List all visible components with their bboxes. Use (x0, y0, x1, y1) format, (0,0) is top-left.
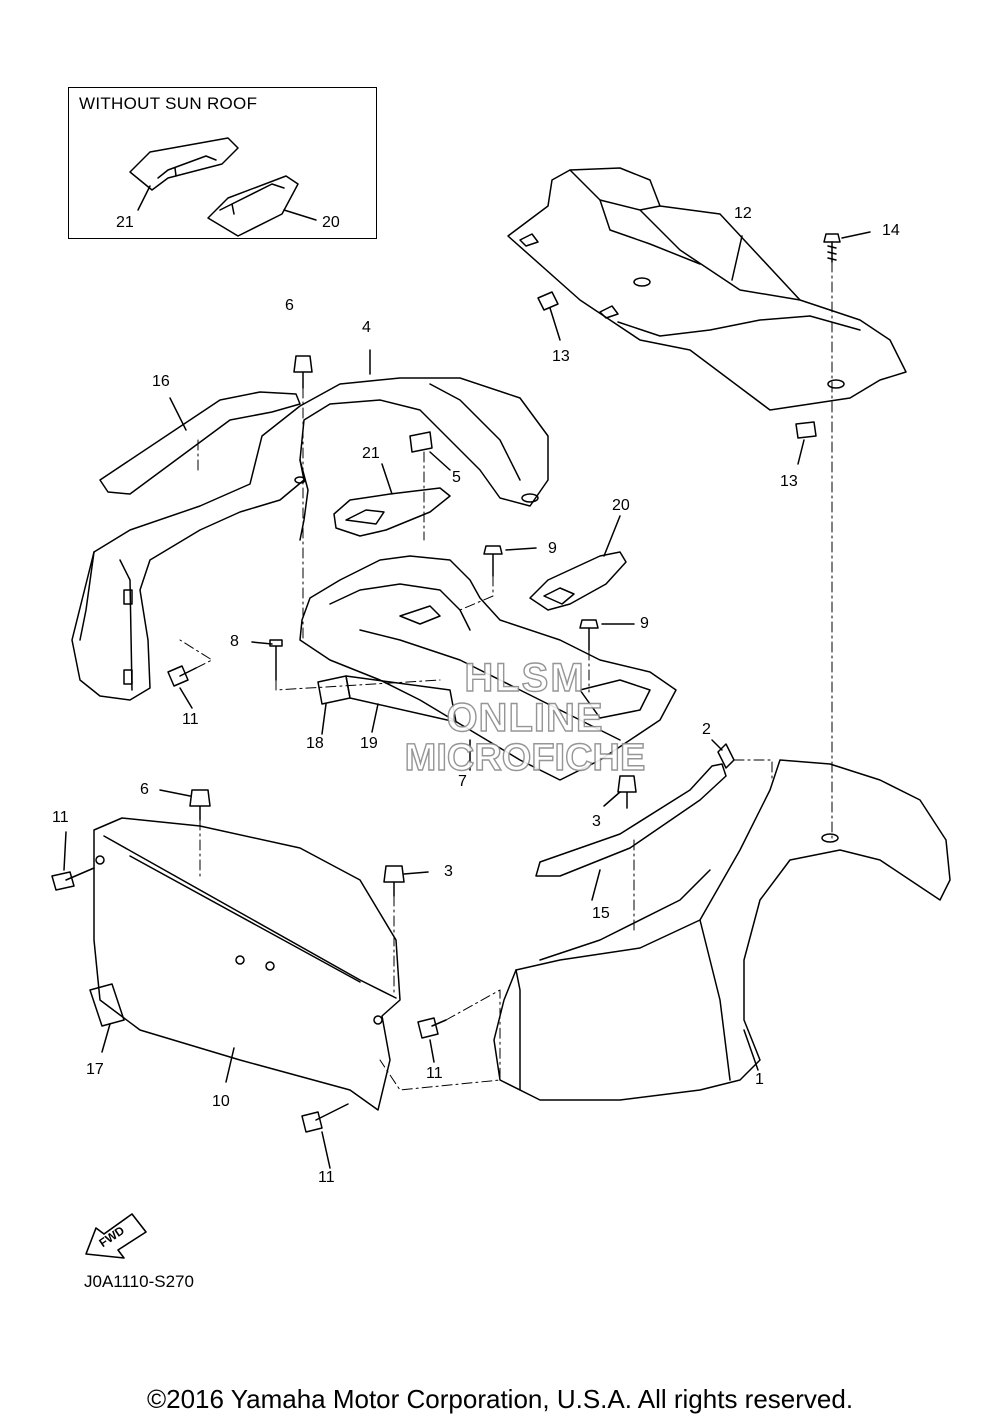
watermark-line-3: MICROFICHE (404, 737, 646, 779)
fwd-arrow-icon (85, 1213, 147, 1259)
callout-15: 15 (592, 905, 610, 922)
inset-title: WITHOUT SUN ROOF (79, 94, 258, 113)
callout-1: 1 (755, 1071, 764, 1088)
sun-visor-panel-21-inset (129, 137, 239, 191)
callout-9: 9 (640, 615, 649, 632)
callout-5: 5 (452, 469, 461, 486)
callout-11: 11 (318, 1169, 335, 1186)
callout-21: 21 (116, 214, 134, 231)
callout-18: 18 (306, 735, 324, 752)
watermark-line-2: ONLINE (446, 696, 604, 740)
callout-3: 3 (444, 863, 453, 880)
copyright-notice: ©2016 Yamaha Motor Corporation, U.S.A. A… (146, 1384, 854, 1414)
screw-9b (579, 619, 599, 651)
diagram-code: J0A1110-S270 (84, 1272, 194, 1291)
callout-13: 13 (780, 473, 798, 490)
fastener-3b (383, 865, 405, 897)
callout-12: 12 (734, 205, 752, 222)
callout-11: 11 (426, 1065, 443, 1082)
fwd-label-wrapper: FWD (97, 1223, 128, 1250)
trim-strip-15 (535, 763, 727, 877)
sun-visor-panel-21 (333, 487, 451, 537)
callout-9: 9 (548, 540, 557, 557)
callout-19: 19 (360, 735, 378, 752)
upper-tray-12 (507, 167, 907, 411)
mat-19 (345, 675, 457, 723)
callout-11: 11 (52, 809, 69, 826)
callout-17: 17 (86, 1061, 104, 1078)
fastener-6a (293, 355, 313, 389)
sun-visor-panel-20-inset (207, 175, 299, 237)
floor-tray-7 (299, 555, 677, 781)
fastener-11a (167, 665, 197, 687)
clip-5 (409, 431, 433, 453)
callout-21: 21 (362, 445, 380, 462)
callout-3: 3 (592, 813, 601, 830)
callout-4: 4 (362, 319, 371, 336)
callout-6: 6 (140, 781, 149, 798)
fastener-3a (617, 775, 637, 809)
watermark: HLSM ONLINE MICROFICHE (370, 656, 680, 779)
fastener-11c (417, 1017, 447, 1039)
fastener-6b (189, 789, 211, 821)
callout-14: 14 (882, 222, 900, 239)
pad-18 (317, 675, 351, 705)
pin-8 (269, 639, 283, 681)
sun-visor-panel-20 (529, 551, 627, 611)
fastener-11b (51, 867, 95, 891)
callout-13: 13 (552, 348, 570, 365)
callout-16: 16 (152, 373, 170, 390)
front-panel-10 (93, 817, 401, 1111)
callout-7: 7 (458, 773, 467, 790)
callout-20: 20 (322, 214, 340, 231)
trim-strip-16 (99, 391, 301, 495)
without-sun-roof-inset: WITHOUT SUN ROOF (68, 87, 377, 239)
callout-8: 8 (230, 633, 239, 650)
clip-13b (795, 421, 817, 439)
clip-13a (537, 291, 559, 311)
screw-9a (483, 545, 503, 577)
label-17 (89, 983, 125, 1027)
fastener-11d (301, 1103, 349, 1133)
rear-body-4 (71, 377, 549, 701)
callout-20: 20 (612, 497, 630, 514)
callout-11: 11 (182, 711, 199, 728)
watermark-line-1: HLSM (464, 656, 586, 700)
callout-10: 10 (212, 1093, 230, 1110)
rear-body-1 (493, 759, 951, 1101)
callout-2: 2 (702, 721, 711, 738)
callout-6: 6 (285, 297, 294, 314)
fwd-label: FWD (97, 1223, 128, 1250)
screw-14 (823, 233, 841, 263)
